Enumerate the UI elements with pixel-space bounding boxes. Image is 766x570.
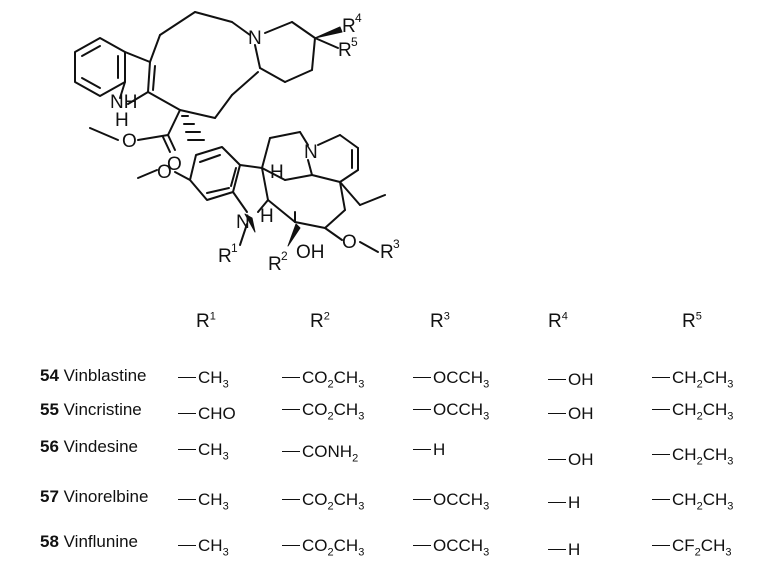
hashed-bond xyxy=(181,115,205,141)
atom-h-lower: H xyxy=(260,206,274,227)
row-name: 56 Vindesine xyxy=(40,437,139,456)
atom-nh: NH xyxy=(110,92,137,113)
atom-n-top: N xyxy=(248,28,262,49)
header-r5: R5 xyxy=(682,310,702,332)
atom-h-nh: H xyxy=(115,110,129,131)
row-r2: CO2CH3 xyxy=(282,490,364,512)
row-r5: CH2CH3 xyxy=(652,490,733,512)
header-r4: R4 xyxy=(548,310,568,332)
row-r4: H xyxy=(548,493,580,513)
atom-r1: R xyxy=(218,246,232,267)
row-r5: CH2CH3 xyxy=(652,445,733,467)
row-r5: CH2CH3 xyxy=(652,400,733,422)
atom-r3: R xyxy=(380,242,394,263)
row-r1: CH3 xyxy=(178,536,229,558)
atom-r4-sup: 4 xyxy=(355,11,362,25)
atom-r4: R xyxy=(342,16,356,37)
row-name: 54 Vinblastine xyxy=(40,366,147,385)
row-r3: OCCH3 xyxy=(413,536,489,558)
row-r1: CH3 xyxy=(178,368,229,390)
atom-n-lower: N xyxy=(236,212,250,233)
indole-pyrrole-ring xyxy=(119,51,156,105)
row-r2: CO2CH3 xyxy=(282,368,364,390)
atom-n-ring: N xyxy=(304,142,318,163)
atom-r3-sup: 3 xyxy=(393,237,400,251)
row-r1: CH3 xyxy=(178,490,229,512)
row-r1: CH3 xyxy=(178,440,229,462)
row-r2: CO2CH3 xyxy=(282,536,364,558)
atom-ester-o2: O xyxy=(167,154,182,175)
row-r1: CHO xyxy=(178,404,236,424)
atom-h-upper: H xyxy=(270,162,284,183)
row-r3: OCCH3 xyxy=(413,400,489,422)
vindoline-cage xyxy=(244,131,386,253)
atom-r2-sup: 2 xyxy=(281,249,288,263)
header-r1: R1 xyxy=(196,310,216,332)
atom-r5-sup: 5 xyxy=(351,35,358,49)
atom-r1-sup: 1 xyxy=(231,241,238,255)
row-r3: OCCH3 xyxy=(413,368,489,390)
row-r5: CH2CH3 xyxy=(652,368,733,390)
row-r2: CO2CH3 xyxy=(282,400,364,422)
header-r2: R2 xyxy=(310,310,330,332)
row-name: 57 Vinorelbine xyxy=(40,487,149,506)
row-r2: CONH2 xyxy=(282,442,358,464)
atom-o-r3: O xyxy=(342,232,357,253)
header-r3: R3 xyxy=(430,310,450,332)
row-r4: H xyxy=(548,540,580,560)
row-r3: OCCH3 xyxy=(413,490,489,512)
row-name: 55 Vincristine xyxy=(40,400,142,419)
row-name: 58 Vinflunine xyxy=(40,532,139,551)
row-r4: OH xyxy=(548,450,594,470)
atom-oh: OH xyxy=(296,242,325,263)
atom-methoxy-o: O xyxy=(157,162,172,183)
atom-r2: R xyxy=(268,254,282,275)
atom-r5: R xyxy=(338,40,352,61)
indoline-ring xyxy=(232,164,269,246)
piperidine-ring xyxy=(231,21,316,96)
vinca-alkaloid-structure: N NH H R 4 R 5 O O O N N H H R 1 R 2 OH … xyxy=(74,11,400,275)
row-r3: H xyxy=(413,440,445,460)
ester-group xyxy=(89,109,181,153)
row-r4: OH xyxy=(548,404,594,424)
macrocycle-ring xyxy=(147,11,251,119)
row-r5: CF2CH3 xyxy=(652,536,731,558)
row-r4: OH xyxy=(548,370,594,390)
atom-ester-o1: O xyxy=(122,131,137,152)
